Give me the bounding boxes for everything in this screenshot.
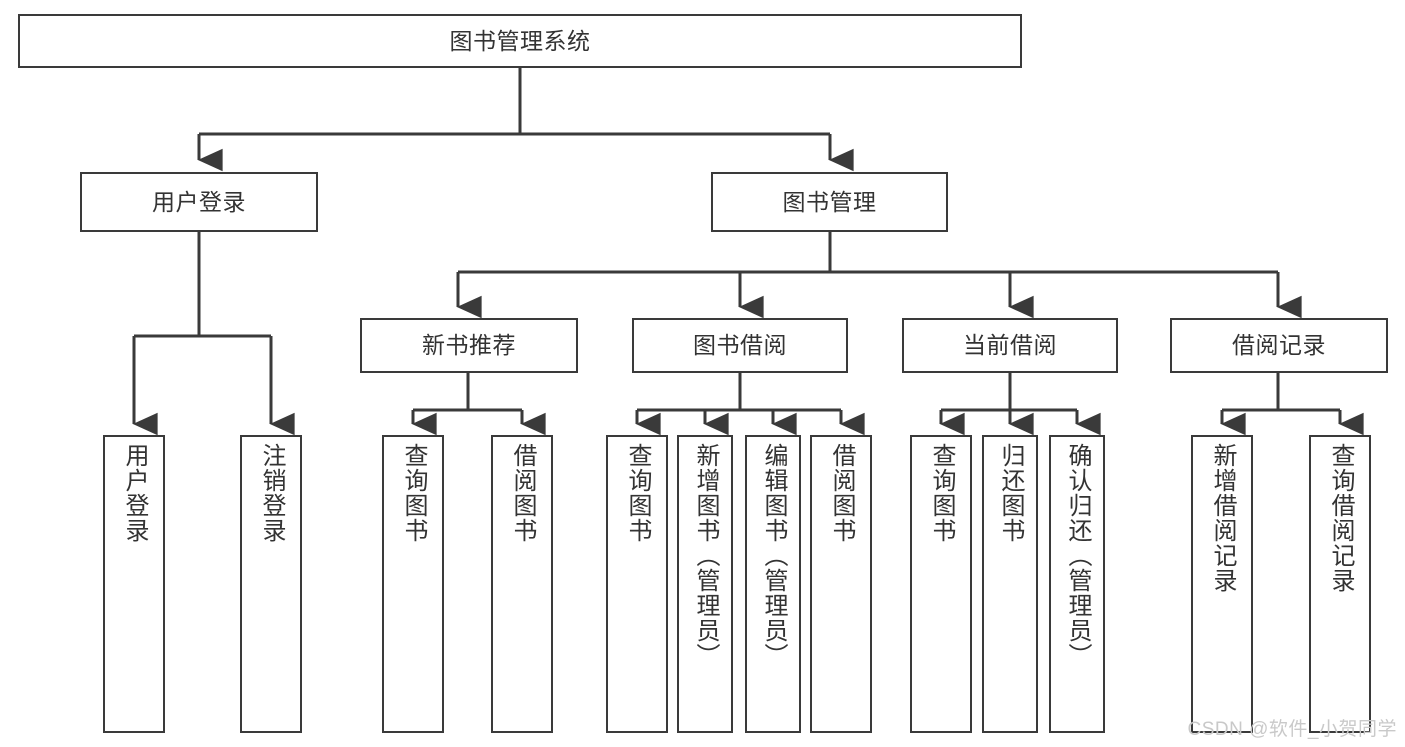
node-label: 借阅图书 [508, 443, 536, 543]
node-leaf-confirm-return-admin[interactable]: 确认归还（管理员） [1049, 435, 1105, 733]
node-label: 查询图书 [927, 443, 955, 543]
node-label: 图书借阅 [693, 332, 787, 359]
node-leaf-add-borrow-record[interactable]: 新增借阅记录 [1191, 435, 1253, 733]
node-label: 归还图书 [996, 443, 1024, 543]
node-label: 图书管理 [782, 188, 877, 215]
node-leaf-query-book-recommend[interactable]: 查询图书 [382, 435, 444, 733]
node-label: 查询图书 [623, 443, 651, 543]
node-label: 新书推荐 [422, 332, 516, 359]
node-label: 注销登录 [257, 443, 285, 543]
node-book-borrow[interactable]: 图书借阅 [632, 318, 848, 373]
node-book-management[interactable]: 图书管理 [711, 172, 948, 232]
watermark: CSDN @软件_小贺同学 [1187, 719, 1397, 740]
node-new-book-recommend[interactable]: 新书推荐 [360, 318, 578, 373]
node-label: 借阅图书 [827, 443, 855, 543]
node-root-system[interactable]: 图书管理系统 [18, 14, 1022, 68]
node-label: 用户登录 [120, 443, 148, 543]
node-current-borrow[interactable]: 当前借阅 [902, 318, 1118, 373]
node-label: 用户登录 [152, 188, 246, 215]
node-user-login[interactable]: 用户登录 [80, 172, 318, 232]
node-label: 当前借阅 [963, 332, 1057, 359]
node-leaf-add-book-admin[interactable]: 新增图书（管理员） [677, 435, 733, 733]
node-leaf-query-borrow-record[interactable]: 查询借阅记录 [1309, 435, 1371, 733]
node-leaf-borrow-book-recommend[interactable]: 借阅图书 [491, 435, 553, 733]
node-leaf-edit-book-admin[interactable]: 编辑图书（管理员） [745, 435, 801, 733]
node-leaf-return-book[interactable]: 归还图书 [982, 435, 1038, 733]
node-leaf-borrow-book[interactable]: 借阅图书 [810, 435, 872, 733]
node-leaf-user-login[interactable]: 用户登录 [103, 435, 165, 733]
node-label: 查询借阅记录 [1326, 443, 1354, 593]
node-label: 查询图书 [399, 443, 427, 543]
node-borrow-record[interactable]: 借阅记录 [1170, 318, 1388, 373]
node-label: 新增借阅记录 [1208, 443, 1236, 593]
node-leaf-query-book[interactable]: 查询图书 [606, 435, 668, 733]
node-leaf-query-book-current[interactable]: 查询图书 [910, 435, 972, 733]
node-label: 新增图书（管理员） [691, 443, 719, 668]
node-label: 借阅记录 [1232, 332, 1326, 359]
node-label: 编辑图书（管理员） [759, 443, 787, 668]
node-label: 图书管理系统 [449, 27, 591, 54]
node-leaf-user-logout[interactable]: 注销登录 [240, 435, 302, 733]
node-label: 确认归还（管理员） [1063, 443, 1091, 668]
